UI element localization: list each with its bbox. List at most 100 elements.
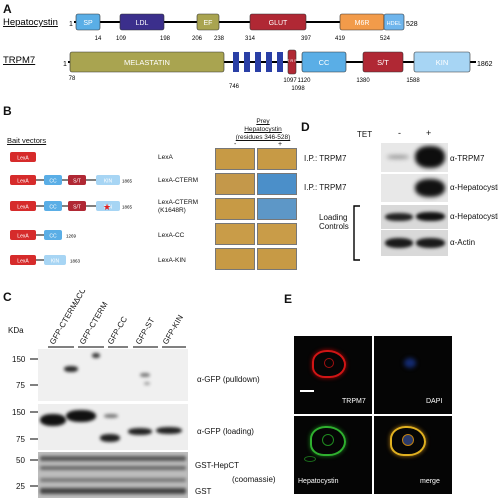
panel-b-letter: B	[3, 104, 12, 118]
loading-bracket	[353, 205, 360, 261]
alpha-gfp-loading-label: α-GFP (loading)	[197, 427, 254, 436]
tet-label: TET	[357, 130, 373, 139]
hepatocystin-name: Hepatocystin	[3, 17, 58, 28]
svg-text:198: 198	[160, 36, 171, 42]
coomassie-label: (coomassie)	[232, 475, 276, 484]
panel-c-letter: C	[3, 290, 12, 304]
tet-plus: +	[426, 128, 432, 138]
mw-50-c: 50	[16, 456, 25, 465]
svg-text:419: 419	[335, 36, 346, 42]
svg-text:KIN: KIN	[104, 205, 113, 211]
svg-text:CC: CC	[49, 234, 57, 240]
svg-text:109: 109	[116, 36, 127, 42]
ip-trpm7-label-1: I.P.: TRPM7	[304, 154, 347, 163]
hep-domain-m6r: M6R	[339, 13, 385, 31]
svg-text:CC: CC	[49, 179, 57, 185]
trpm-end-number: 1862	[477, 61, 493, 68]
ip-trpm7-label-2: I.P.: TRPM7	[304, 183, 347, 192]
colony-r5-plus	[257, 248, 297, 270]
blot-d-hep-ip	[381, 174, 448, 202]
mw-ticks	[30, 358, 38, 487]
svg-text:LexA: LexA	[17, 259, 29, 265]
construct-label-4: LexA-CC	[158, 232, 185, 239]
gst-label: GST	[195, 487, 212, 496]
panel-a-letter: A	[3, 2, 12, 16]
lane-label-4: GFP-ST	[134, 316, 157, 346]
svg-text:MELASTATIN: MELASTATIN	[124, 58, 170, 67]
alpha-gfp-pulldown-label: α-GFP (pulldown)	[197, 375, 260, 384]
colony-r2-plus	[257, 173, 297, 195]
construct-lexa: LexA	[10, 152, 36, 162]
svg-text:KIN: KIN	[104, 179, 113, 185]
trpm-start-number: 1	[63, 61, 67, 68]
colony-r2-minus	[215, 173, 255, 195]
construct-label-5: LexA-KIN	[158, 257, 186, 264]
trpm-domain-kin: KIN	[413, 51, 471, 73]
svg-text:1588: 1588	[406, 78, 420, 84]
blot-d-actin	[381, 230, 448, 256]
construct-lexa-kin: LexA KIN 1863	[10, 255, 81, 265]
svg-text:206: 206	[192, 36, 203, 42]
merge-channel-label: merge	[420, 478, 440, 485]
blot-d-hep-load	[381, 205, 448, 229]
construct-label-3a: LexA-CTERM	[158, 199, 199, 206]
svg-text:1380: 1380	[356, 78, 370, 84]
kda-label: KDa	[8, 326, 24, 335]
svg-text:M6R: M6R	[355, 20, 370, 27]
svg-text:524: 524	[380, 36, 391, 42]
trpm7-channel-label: TRPM7	[342, 398, 366, 405]
svg-text:T R P: T R P	[287, 58, 297, 63]
construct-lexa-cc: LexA CC 1269	[10, 230, 77, 240]
trpm-domain-melastatin: MELASTATIN	[69, 51, 225, 73]
svg-text:746: 746	[229, 84, 240, 90]
svg-text:LexA: LexA	[17, 179, 29, 185]
alpha-trpm7-label: α-TRPM7	[450, 154, 485, 163]
svg-text:1120: 1120	[298, 78, 312, 84]
trpm-domain-cc: CC	[301, 51, 347, 73]
micrograph-trpm7: TRPM7	[294, 336, 372, 414]
mw-150-a: 150	[12, 355, 26, 364]
trpm-domain-trp: T R P	[287, 49, 297, 75]
alpha-hep-label-2: α-Hepatocystin	[450, 212, 498, 221]
svg-text:HDEL: HDEL	[387, 21, 402, 27]
svg-text:KIN: KIN	[51, 259, 60, 265]
hep-start-number: 1	[69, 21, 73, 28]
svg-text:S/T: S/T	[73, 205, 81, 211]
svg-text:238: 238	[214, 36, 225, 42]
loading-label: Loading	[319, 213, 348, 222]
hep-domain-sp: SP	[75, 13, 101, 31]
construct-label-1: LexA	[158, 154, 173, 161]
mw-150-b: 150	[12, 408, 26, 417]
svg-text:1098: 1098	[291, 86, 305, 92]
trpm-domain-st: S/T	[362, 51, 404, 73]
hepatocystin-channel-label: Hepatocystin	[298, 478, 339, 485]
mutation-star-icon: ★	[103, 202, 111, 212]
prey-title-line3: (residues 346-528)	[235, 134, 291, 141]
svg-text:1865: 1865	[122, 205, 133, 210]
svg-text:KIN: KIN	[436, 58, 449, 67]
svg-text:EF: EF	[204, 20, 213, 27]
svg-text:LDL: LDL	[136, 20, 149, 27]
svg-text:S/T: S/T	[73, 179, 81, 185]
svg-text:14: 14	[95, 36, 102, 42]
construct-lexa-cterm: LexA CC S/T KIN 1865	[10, 175, 133, 185]
svg-text:397: 397	[301, 36, 312, 42]
svg-text:1865: 1865	[122, 179, 133, 184]
colony-r4-minus	[215, 223, 255, 245]
hep-domain-ldl: LDL	[119, 13, 165, 31]
panel-d-letter: D	[301, 120, 310, 134]
lane-label-5: GFP-KIN	[161, 313, 185, 346]
svg-text:SP: SP	[83, 20, 93, 27]
svg-text:78: 78	[69, 76, 76, 82]
hep-tick-labels: 14 109 198 206 238 314 397 419 524	[95, 36, 391, 42]
svg-text:1097: 1097	[283, 78, 297, 84]
tet-minus: -	[398, 128, 401, 138]
yeast-colony-grid	[215, 148, 297, 272]
prey-title-line1: Prey	[256, 118, 270, 125]
panel-e-letter: E	[284, 292, 293, 306]
svg-text:LexA: LexA	[17, 205, 29, 211]
svg-text:GLUT: GLUT	[269, 20, 288, 27]
colony-r3-minus	[215, 198, 255, 220]
svg-text:314: 314	[245, 36, 256, 42]
alpha-actin-label: α-Actin	[450, 238, 476, 247]
